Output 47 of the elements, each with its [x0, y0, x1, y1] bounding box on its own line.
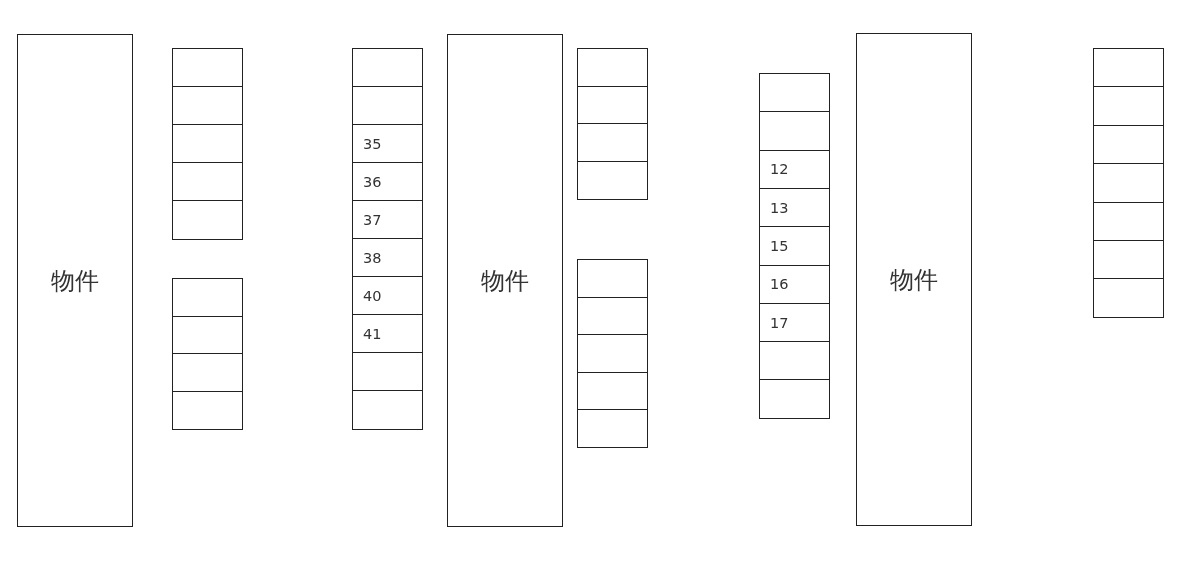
- slot-cell: [1093, 124, 1164, 165]
- slot-cell: [172, 162, 243, 202]
- slot-cell: [759, 73, 830, 113]
- slot-cell: 16: [759, 264, 830, 305]
- slot-cell: 37: [352, 200, 423, 240]
- slot-cell: [172, 48, 243, 88]
- slot-cell: [172, 124, 243, 164]
- slot-cell: 13: [759, 187, 830, 228]
- slot-cell: [172, 86, 243, 126]
- slot-cell: [759, 379, 830, 420]
- slot-cell: [1093, 163, 1164, 204]
- slot-cell: [759, 341, 830, 381]
- slot-cell: [172, 200, 243, 240]
- property-box: 物件: [447, 34, 563, 527]
- slot-cell: 41: [352, 314, 423, 354]
- slot-cell: [352, 352, 423, 392]
- slot-cell: [577, 48, 648, 87]
- slot-cell: 40: [352, 276, 423, 316]
- slot-cell: [1093, 201, 1164, 242]
- slot-cell: [759, 111, 830, 152]
- property-box: 物件: [856, 33, 972, 526]
- slot-cell: [352, 86, 423, 126]
- slot-cell: [577, 259, 648, 299]
- slot-cell: [1093, 48, 1164, 88]
- slot-cell: [577, 409, 648, 449]
- slot-cell: [1093, 278, 1164, 319]
- slot-cell: 35: [352, 124, 423, 164]
- slot-cell: 15: [759, 226, 830, 266]
- slot-cell: [577, 296, 648, 336]
- slot-cell: [577, 334, 648, 374]
- slot-cell: [172, 390, 243, 430]
- slot-cell: [172, 353, 243, 392]
- slot-cell: [352, 390, 423, 430]
- slot-cell: 36: [352, 162, 423, 202]
- slot-cell: [172, 315, 243, 355]
- slot-cell: 38: [352, 238, 423, 278]
- slot-cell: [577, 160, 648, 200]
- slot-cell: 12: [759, 149, 830, 190]
- slot-cell: [352, 48, 423, 88]
- slot-cell: [1093, 240, 1164, 280]
- property-box: 物件: [17, 34, 133, 527]
- slot-cell: [577, 85, 648, 125]
- slot-cell: [577, 371, 648, 411]
- slot-cell: [172, 278, 243, 317]
- slot-cell: [1093, 86, 1164, 127]
- slot-cell: 17: [759, 302, 830, 343]
- slot-cell: [577, 123, 648, 162]
